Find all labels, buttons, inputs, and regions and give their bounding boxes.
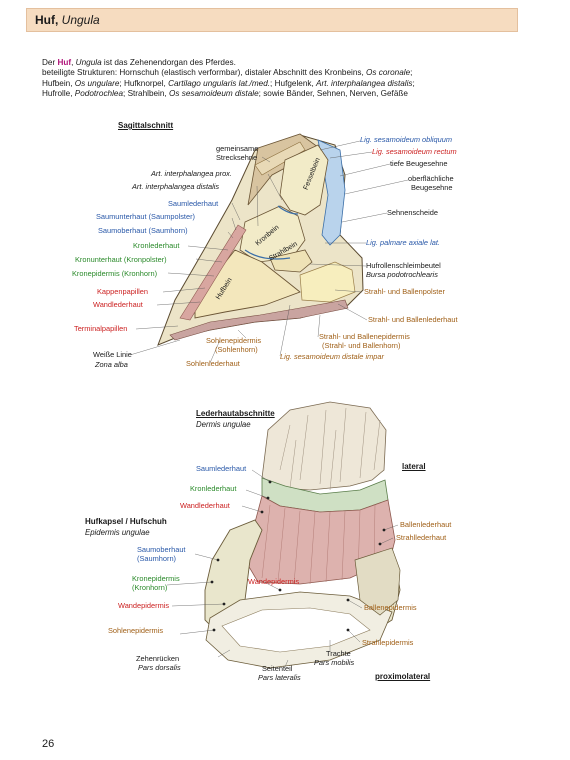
- label-strecksehne-2: Strecksehne: [216, 153, 258, 162]
- digital-cushion-shape: [299, 261, 356, 303]
- fig1-leader-lines: [129, 140, 409, 364]
- label-lig-rectum: Lig. sesamoideum rectum: [372, 147, 457, 156]
- label-bursa: Bursa podotrochlearis: [366, 270, 438, 279]
- label-oberfl-2: Beugesehne: [411, 183, 453, 192]
- sole-layer-shape: [169, 299, 349, 341]
- label-sohlenepidermis-2: (Sohlenhorn): [215, 345, 258, 354]
- sole-inner: [221, 607, 371, 653]
- label-strahl-epi-2: (Strahl- und Ballenhorn): [322, 341, 401, 350]
- fig2-label-kronepidermis-2: (Kronhorn): [132, 583, 168, 592]
- page-number: 26: [42, 738, 55, 750]
- label-tiefe-beugesehne: tiefe Beugesehne: [390, 159, 448, 168]
- intro-line-3: Hufbein, Os ungulare; Hufknorpel, Cartil…: [42, 78, 415, 88]
- label-weisse-linie: Weiße Linie: [93, 350, 132, 359]
- heel-region: [354, 547, 401, 616]
- fig2-label-saumoberhaut-1: Saumoberhaut: [137, 545, 186, 554]
- label-pars-dorsalis: Pars dorsalis: [138, 663, 181, 672]
- dist-joint-line: [244, 249, 291, 260]
- label-kappenpapillen: Kappenpapillen: [97, 287, 148, 296]
- label-pars-lateralis: Pars lateralis: [258, 673, 301, 682]
- fig2-subtitle: Dermis ungulae: [196, 420, 251, 429]
- label-strecksehne-1: gemeinsame: [216, 144, 259, 153]
- fig2-label-ballenlederhaut: Ballenlederhaut: [400, 520, 452, 529]
- label-kronepidermis: Kronepidermis (Kronhorn): [72, 269, 158, 278]
- label-saumunterhaut: Saumunterhaut (Saumpolster): [96, 212, 196, 221]
- label-hufrollen: Hufrollenschleimbeutel: [366, 261, 441, 270]
- label-art-dist: Art. interphalangea distalis: [132, 182, 220, 191]
- label-lig-palmare: Lig. palmare axiale lat.: [366, 238, 440, 247]
- wall-dermis-shape: [179, 224, 247, 321]
- label-saumoberhaut: Saumoberhaut (Saumhorn): [98, 226, 188, 235]
- fig2-label-wandlederhaut: Wandlederhaut: [180, 501, 230, 510]
- intro-paragraph: Der Huf, Ungula ist das Zehenendorgan de…: [42, 58, 512, 100]
- label-art-prox: Art. interphalangea prox.: [151, 169, 232, 178]
- extensor-tendon-shape: [254, 141, 306, 176]
- label-trachte: Trachte: [326, 649, 351, 658]
- hair-region: [261, 401, 387, 491]
- dermis-drawing: [166, 401, 401, 669]
- intro-line-2: beteiligte Strukturen: Hornschuh (elasti…: [42, 68, 413, 78]
- hair-strokes: [279, 407, 381, 491]
- kronbein-shape: [239, 205, 306, 263]
- fig2-title: Lederhautabschnitte: [196, 409, 275, 418]
- strahlbein-shape: [269, 249, 313, 273]
- label-strahl-lederhaut: Strahl- und Ballenlederhaut: [368, 315, 458, 324]
- label-kronunterhaut: Kronunterhaut (Kronpolster): [75, 255, 167, 264]
- label-sohlenepidermis-1: Sohlenepidermis: [206, 336, 262, 345]
- fig2-label-wandepidermis-mid: Wandepidermis: [248, 577, 300, 586]
- fesselbein-shape: [279, 144, 329, 216]
- label-pars-mobilis: Pars mobilis: [314, 658, 355, 667]
- label-lig-impar: Lig. sesamoideum distale impar: [280, 352, 384, 361]
- label-sohlenlederhaut: Sohlenlederhaut: [186, 359, 240, 368]
- fig2-leader-lines: [166, 469, 399, 668]
- fig2-label-strahllederhaut: Strahllederhaut: [396, 533, 447, 542]
- label-strahl-polster: Strahl- und Ballenpolster: [364, 287, 445, 296]
- chapter-header: Huf, Ungula: [26, 8, 518, 32]
- fig2-dots: [210, 480, 386, 632]
- fig2-label-ballenepidermis: Ballenepidermis: [364, 603, 417, 612]
- label-zehenruecken: Zehenrücken: [136, 654, 180, 663]
- label-kronlederhaut: Kronlederhaut: [133, 241, 180, 250]
- label-sehnenscheide: Sehnenscheide: [387, 208, 438, 217]
- prox-joint-line: [277, 205, 299, 215]
- fig1-title: Sagittalschnitt: [118, 121, 174, 130]
- label-terminalpapillen: Terminalpapillen: [74, 324, 128, 333]
- chapter-title: Huf, Ungula: [35, 13, 100, 27]
- label-oberfl-1: oberflächliche: [408, 174, 454, 183]
- intro-line-4: Hufrolle, Podotrochlea; Strahlbein, Os s…: [42, 89, 408, 99]
- fig2-label-saumoberhaut-2: (Saumhorn): [137, 554, 177, 563]
- label-lateral: lateral: [402, 462, 426, 471]
- label-lig-obliquum: Lig. sesamoideum obliquum: [360, 135, 453, 144]
- label-hufkapsel: Hufkapsel / Hufschuh: [85, 517, 167, 526]
- label-seitenteil: Seitenteil: [262, 664, 293, 673]
- fig2-label-sohlenepidermis: Sohlenepidermis: [108, 626, 164, 635]
- hufbein-shape: [194, 249, 301, 319]
- label-zona-alba: Zona alba: [95, 360, 128, 369]
- label-wandlederhaut: Wandlederhaut: [93, 300, 143, 309]
- label-proximolateral: proximolateral: [375, 672, 431, 681]
- fig2-label-wandepidermis-left: Wandepidermis: [118, 601, 170, 610]
- label-saumlederhaut: Saumlederhaut: [168, 199, 219, 208]
- label-epidermis-ungulae: Epidermis ungulae: [85, 528, 150, 537]
- fig2-label-kronepidermis-1: Kronepidermis: [132, 574, 180, 583]
- fig2-label-strahlepidermis: Strahlepidermis: [362, 638, 414, 647]
- fig2-label-kronlederhaut: Kronlederhaut: [190, 484, 237, 493]
- fig2-label-saumlederhaut: Saumlederhaut: [196, 464, 247, 473]
- intro-line-1: Der Huf, Ungula ist das Zehenendorgan de…: [42, 58, 236, 67]
- label-strahl-epi-1: Strahl- und Ballenepidermis: [319, 332, 410, 341]
- sagittal-section-drawing: [129, 133, 409, 364]
